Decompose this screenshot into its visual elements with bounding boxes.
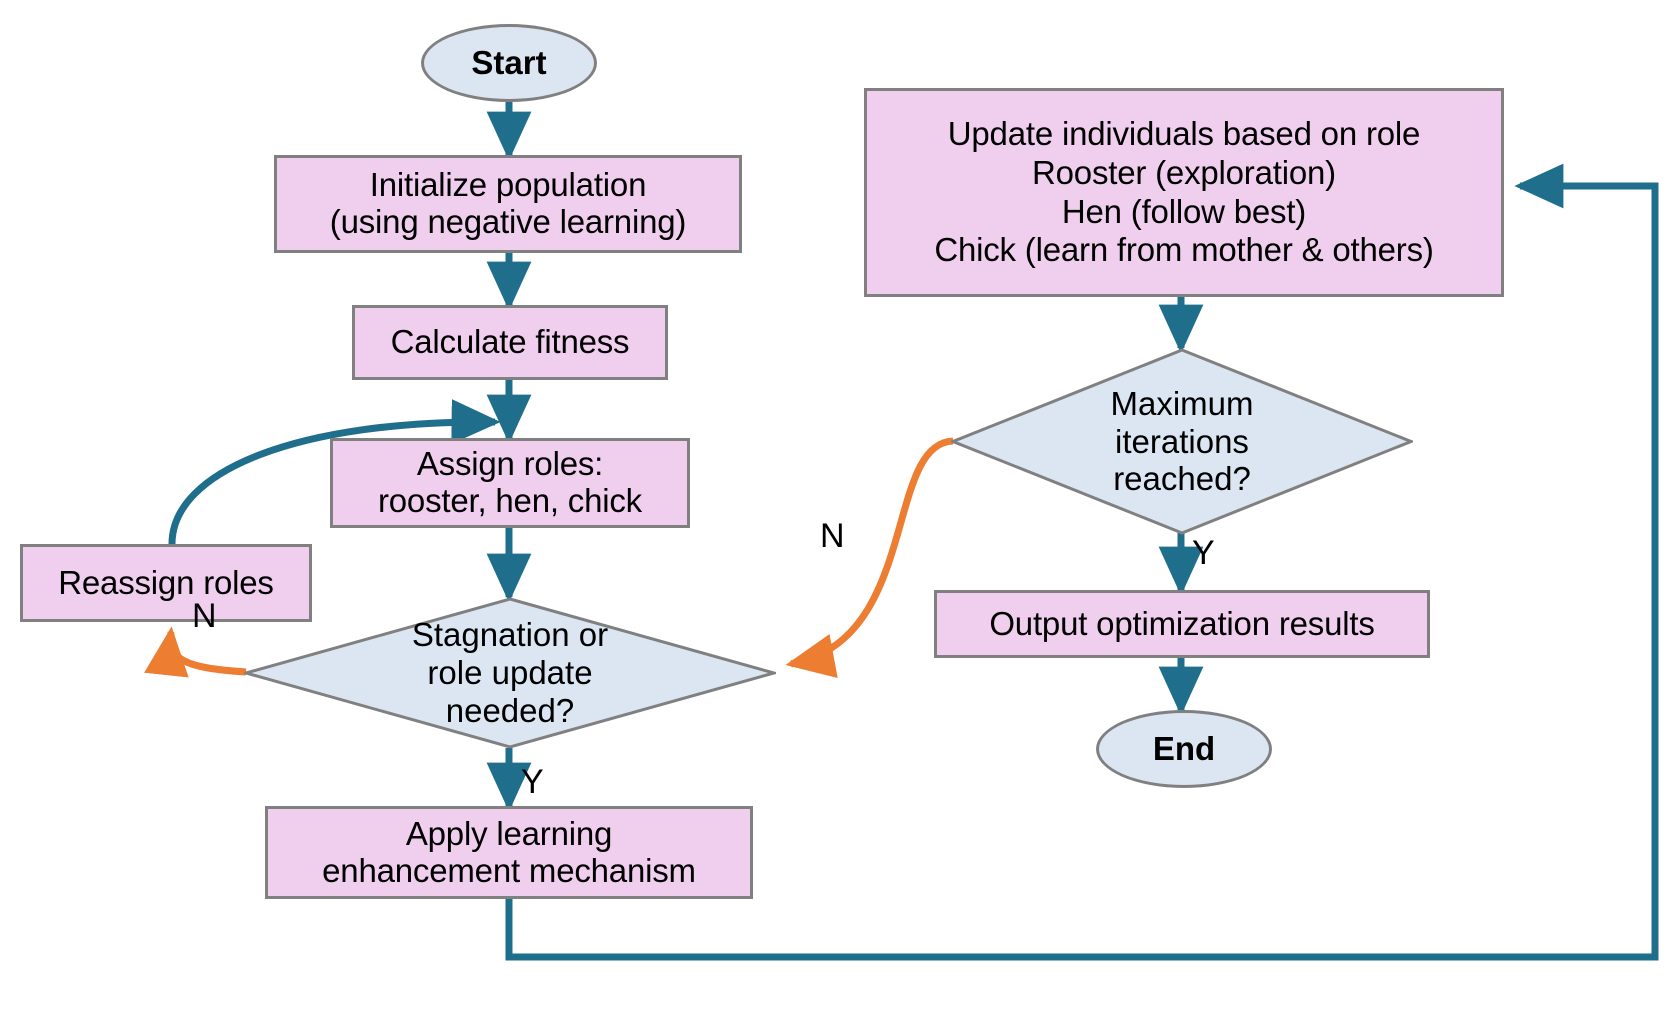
max-iterations-decision-shape (951, 348, 1413, 535)
node-initialize-population-label: Initialize population (using negative le… (329, 166, 687, 240)
node-update-individuals[interactable]: Update individuals based on role Rooster… (864, 88, 1504, 297)
node-start[interactable]: Start (421, 24, 597, 102)
node-initialize-population[interactable]: Initialize population (using negative le… (274, 155, 742, 253)
node-reassign-roles-label: Reassign roles (58, 563, 274, 601)
edge-label-stagnation-yes: Y (521, 763, 544, 801)
node-reassign-roles[interactable]: Reassign roles (20, 544, 312, 622)
node-end[interactable]: End (1096, 710, 1272, 788)
node-output-results-label: Output optimization results (989, 604, 1375, 642)
node-calculate-fitness-label: Calculate fitness (390, 323, 630, 361)
node-assign-roles-label: Assign roles: rooster, hen, chick (377, 445, 642, 519)
node-start-label: Start (471, 43, 547, 81)
node-output-results[interactable]: Output optimization results (934, 590, 1430, 658)
node-assign-roles[interactable]: Assign roles: rooster, hen, chick (330, 438, 690, 528)
edge-max-iterations-no-to-stagnation (785, 437, 954, 679)
node-stagnation-decision-label: Stagnation or role update needed? (411, 616, 609, 729)
edge-label-stagnation-no: N (192, 597, 217, 635)
node-apply-learning[interactable]: Apply learning enhancement mechanism (265, 806, 753, 899)
stagnation-decision-shape (244, 597, 776, 749)
node-max-iterations-decision[interactable]: Maximum iterations reached? (951, 348, 1413, 535)
edge-stagnation-no-to-reassign-roles (144, 626, 247, 678)
node-end-label: End (1152, 729, 1216, 767)
edge-label-max-iterations-no: N (820, 517, 845, 555)
node-max-iterations-decision-label: Maximum iterations reached? (1110, 384, 1254, 498)
node-calculate-fitness[interactable]: Calculate fitness (352, 305, 668, 380)
node-apply-learning-label: Apply learning enhancement mechanism (322, 814, 696, 889)
node-update-individuals-label: Update individuals based on role Rooster… (934, 114, 1434, 269)
node-stagnation-decision[interactable]: Stagnation or role update needed? (244, 597, 776, 749)
edge-label-max-iterations-yes: Y (1192, 534, 1215, 572)
